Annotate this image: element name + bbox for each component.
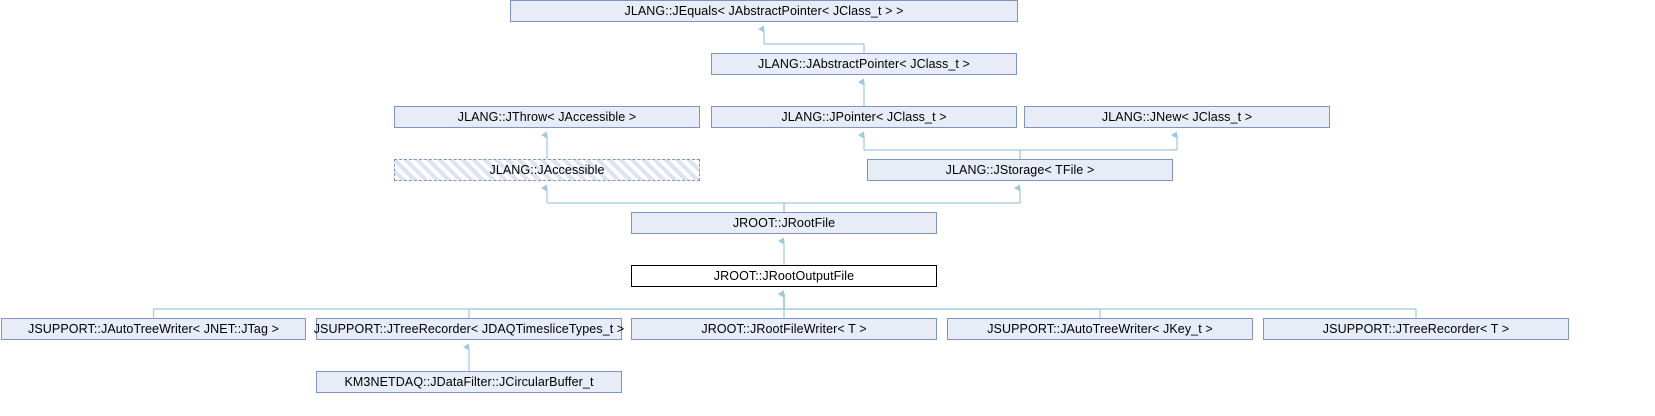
class-node-label: JSUPPORT::JTreeRecorder< JDAQTimesliceTy… xyxy=(313,322,625,336)
class-node-jtreerecorder_t[interactable]: JSUPPORT::JTreeRecorder< T > xyxy=(1263,318,1569,340)
class-node-label: KM3NETDAQ::JDataFilter::JCircularBuffer_… xyxy=(344,375,594,389)
class-node-jcircularbuffer[interactable]: KM3NETDAQ::JDataFilter::JCircularBuffer_… xyxy=(316,371,622,393)
class-node-label: JLANG::JAccessible xyxy=(489,163,605,177)
class-node-label: JLANG::JNew< JClass_t > xyxy=(1101,110,1253,124)
class-node-label: JLANG::JStorage< TFile > xyxy=(945,163,1095,177)
class-node-jpointer[interactable]: JLANG::JPointer< JClass_t > xyxy=(711,106,1017,128)
class-node-jrootoutputfile[interactable]: JROOT::JRootOutputFile xyxy=(631,265,937,287)
class-node-jautotreewriter_jtag[interactable]: JSUPPORT::JAutoTreeWriter< JNET::JTag > xyxy=(1,318,306,340)
class-node-label: JLANG::JPointer< JClass_t > xyxy=(781,110,947,124)
class-node-label: JSUPPORT::JAutoTreeWriter< JNET::JTag > xyxy=(28,322,279,336)
class-node-jequals[interactable]: JLANG::JEquals< JAbstractPointer< JClass… xyxy=(510,0,1018,22)
class-node-label: JSUPPORT::JTreeRecorder< T > xyxy=(1322,322,1510,336)
class-node-jstorage[interactable]: JLANG::JStorage< TFile > xyxy=(867,159,1173,181)
class-node-jnew[interactable]: JLANG::JNew< JClass_t > xyxy=(1024,106,1330,128)
class-node-jrootfile[interactable]: JROOT::JRootFile xyxy=(631,212,937,234)
class-node-jtreerecorder_daq[interactable]: JSUPPORT::JTreeRecorder< JDAQTimesliceTy… xyxy=(314,318,624,340)
class-node-jrootfilewriter[interactable]: JROOT::JRootFileWriter< T > xyxy=(631,318,937,340)
class-node-jthrow[interactable]: JLANG::JThrow< JAccessible > xyxy=(394,106,700,128)
class-node-label: JLANG::JThrow< JAccessible > xyxy=(457,110,637,124)
class-node-label: JROOT::JRootOutputFile xyxy=(713,269,855,283)
class-node-label: JLANG::JEquals< JAbstractPointer< JClass… xyxy=(624,4,904,18)
class-node-label: JSUPPORT::JAutoTreeWriter< JKey_t > xyxy=(987,322,1213,336)
class-node-jabstractpointer[interactable]: JLANG::JAbstractPointer< JClass_t > xyxy=(711,53,1017,75)
class-node-jautotreewriter_jkey[interactable]: JSUPPORT::JAutoTreeWriter< JKey_t > xyxy=(947,318,1253,340)
class-node-label: JLANG::JAbstractPointer< JClass_t > xyxy=(758,57,970,71)
class-node-label: JROOT::JRootFileWriter< T > xyxy=(701,322,867,336)
class-node-jaccessible[interactable]: JLANG::JAccessible xyxy=(394,159,700,181)
class-node-label: JROOT::JRootFile xyxy=(732,216,836,230)
